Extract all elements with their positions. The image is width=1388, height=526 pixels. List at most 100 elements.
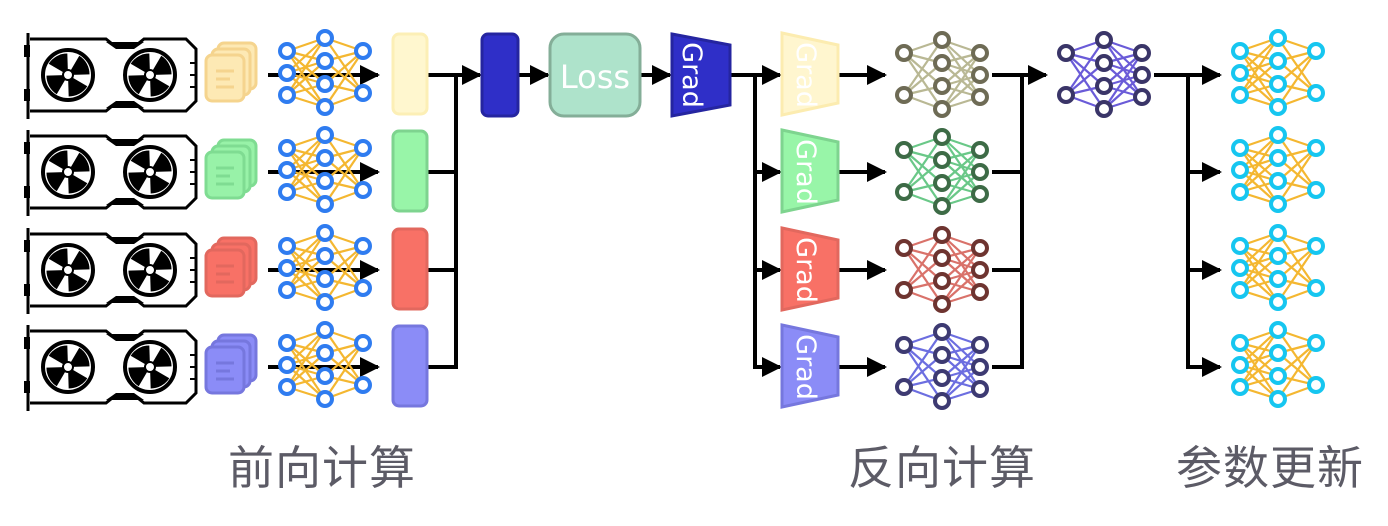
gpu-fan-icon — [123, 145, 177, 199]
network-node — [933, 197, 951, 215]
fan-hub — [144, 361, 156, 373]
network-node — [1307, 181, 1325, 199]
network-node — [1231, 378, 1249, 396]
forward-network-icon — [278, 321, 372, 408]
network-edge — [1065, 39, 1105, 96]
fan-blade — [128, 172, 150, 192]
gpu-cards — [24, 33, 198, 411]
network-node — [933, 323, 951, 341]
fan-blade — [46, 75, 68, 95]
network-node — [1269, 390, 1287, 408]
network-node — [316, 172, 334, 190]
network-node — [1269, 149, 1287, 167]
network-node — [933, 369, 951, 387]
network-node — [316, 98, 334, 116]
phase-label-forward: 前向计算 — [228, 441, 416, 495]
network-node — [316, 126, 334, 144]
network-edge — [903, 247, 943, 305]
network-node — [895, 44, 913, 62]
network-node — [971, 283, 989, 301]
network-edge — [286, 232, 326, 291]
fan-blade — [46, 270, 68, 290]
network-node — [1269, 367, 1287, 385]
network-node — [971, 163, 989, 181]
fan-blade — [130, 150, 150, 172]
network-node — [1095, 31, 1113, 49]
fan-blade — [150, 347, 172, 367]
worker-grad-label: Grad — [790, 42, 821, 108]
gpu-bracket-tab — [24, 45, 30, 57]
fan-blade — [128, 367, 150, 387]
gpu-fan-icon — [41, 243, 95, 297]
updated-network-icon — [1231, 126, 1325, 213]
forward-output-block — [391, 227, 429, 311]
fan-blade — [48, 248, 68, 270]
gpu-bracket-tab — [24, 186, 30, 198]
data-stack-icon — [204, 236, 258, 298]
network-node — [316, 321, 334, 339]
forward-output-block — [391, 32, 429, 116]
network-edge — [324, 134, 364, 191]
gpu-bracket-tab — [24, 240, 30, 252]
data-stack-icon — [204, 333, 258, 395]
data-stack-icon — [204, 41, 258, 103]
network-node — [933, 54, 951, 72]
network-node — [895, 378, 913, 396]
fan-blade — [128, 75, 150, 95]
fan-blade — [68, 347, 90, 367]
gpu-bracket-tab — [24, 337, 30, 349]
network-edge — [1239, 37, 1279, 96]
network-node — [933, 31, 951, 49]
network-node — [1269, 344, 1287, 362]
network-edge — [903, 149, 943, 207]
network-node — [316, 52, 334, 70]
worker-grad-block — [780, 323, 840, 409]
network-node — [971, 88, 989, 106]
network-edge — [903, 331, 943, 388]
network-edge — [903, 39, 943, 96]
network-node — [1269, 247, 1287, 265]
network-node — [354, 237, 372, 255]
network-node — [1269, 224, 1287, 242]
fan-blade — [150, 172, 170, 194]
gpu-shroud — [106, 42, 144, 49]
network-node — [278, 64, 296, 82]
network-node — [316, 270, 334, 288]
network-edge — [324, 50, 364, 108]
network-edge — [1277, 147, 1317, 205]
network-node — [933, 272, 951, 290]
network-edge — [1277, 245, 1317, 303]
connector-wires — [268, 65, 1222, 377]
worker-grad-block — [780, 31, 840, 117]
network-node — [895, 281, 913, 299]
fan-blade — [68, 250, 90, 270]
network-edge — [1277, 329, 1317, 386]
network-node — [1269, 195, 1287, 213]
network-node — [1095, 100, 1113, 118]
fan-blade — [48, 150, 68, 172]
network-edge — [941, 344, 981, 402]
forward-network-icon — [278, 224, 372, 311]
network-node — [933, 100, 951, 118]
network-edge — [1239, 134, 1279, 193]
network-node — [971, 141, 989, 159]
fan-blade — [150, 75, 170, 97]
forward-network-icon — [278, 126, 372, 213]
fan-blade — [150, 367, 170, 389]
gpu-fan-icon — [123, 340, 177, 394]
loss-box — [548, 32, 642, 118]
network-node — [354, 181, 372, 199]
network-node — [1231, 42, 1249, 60]
network-edge — [1239, 232, 1279, 291]
network-node — [933, 249, 951, 267]
network-node — [933, 151, 951, 169]
network-node — [1307, 279, 1325, 297]
network-node — [971, 185, 989, 203]
network-node — [278, 161, 296, 179]
network-node — [1269, 321, 1287, 339]
network-node — [933, 128, 951, 146]
network-node — [1231, 356, 1249, 374]
fan-hub — [144, 264, 156, 276]
network-node — [933, 174, 951, 192]
